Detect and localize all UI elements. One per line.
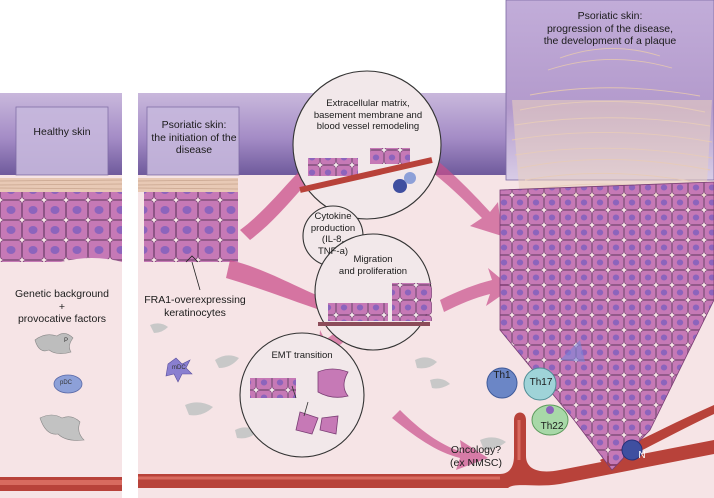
genetic-label: Genetic background + provocative factors — [15, 288, 109, 326]
circle-ecm — [292, 70, 442, 220]
th22-cell — [531, 404, 569, 436]
cytokine-circle-label: Cytokine production (IL-8, TNF-a) — [310, 211, 356, 257]
neutrophil — [621, 439, 643, 461]
th17-cell — [523, 367, 557, 401]
plaque-panel — [486, 0, 714, 471]
oncology-label: Oncology? (ex NMSC) — [450, 444, 502, 469]
fra1-pointer — [191, 261, 201, 291]
mdc-cell — [165, 357, 193, 383]
th1-label: Th1 — [493, 370, 511, 381]
th22-label: Th22 — [540, 421, 564, 432]
fra1-label: FRA1-overexpressing keratinocytes — [144, 294, 246, 319]
circle-migration — [314, 233, 432, 351]
ecm-circle-label: Extracellular matrix, basement membrane … — [313, 98, 423, 133]
fibroblast-p — [34, 333, 74, 354]
healthy-panel — [0, 93, 123, 498]
p-cell-label: P — [64, 338, 69, 344]
mdc-cell-label: mDC — [172, 365, 186, 371]
pdc-cell — [53, 374, 83, 394]
pdc-cell-label: pDC — [60, 380, 73, 386]
emt-circle-label: EMT transition — [271, 350, 333, 361]
circle-emt — [239, 332, 365, 458]
migration-circle-label: Migration and proliferation — [338, 254, 408, 277]
th17-label: Th17 — [529, 377, 553, 388]
healthy-title: Healthy skin — [33, 126, 91, 138]
initiation-title: Psoriatic skin: the initiation of the di… — [151, 119, 237, 157]
plaque-title: Psoriatic skin: progression of the disea… — [543, 10, 677, 48]
th1-cell — [486, 367, 518, 399]
n-label: N — [638, 450, 646, 461]
